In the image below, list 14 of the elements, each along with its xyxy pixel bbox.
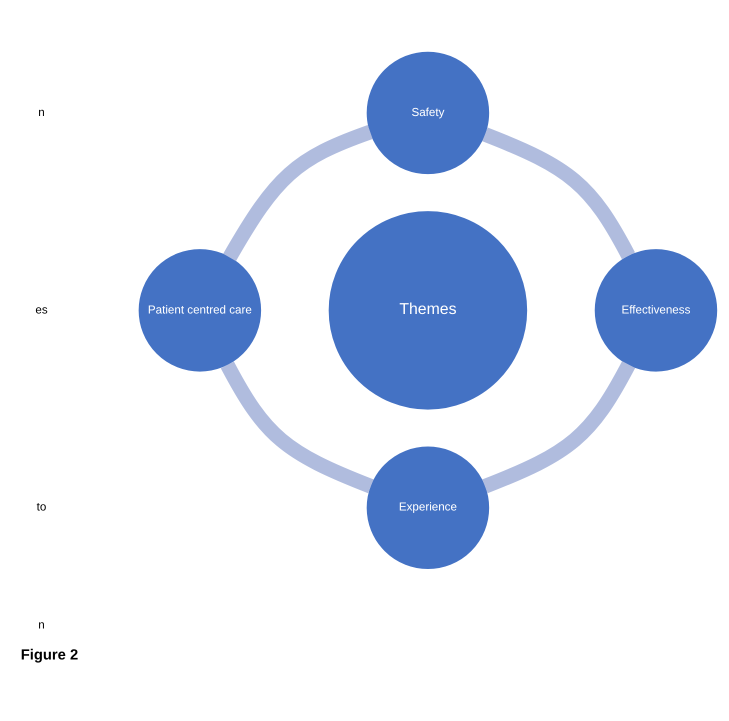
node-circle: Safety bbox=[366, 52, 490, 174]
connector bbox=[482, 361, 636, 494]
node-circle: Experience bbox=[366, 446, 490, 569]
connector bbox=[220, 361, 374, 494]
node-circle: Patient centred care bbox=[138, 249, 262, 372]
connector bbox=[223, 125, 373, 262]
label: es bbox=[35, 303, 48, 316]
node-circle: Effectiveness bbox=[594, 249, 718, 372]
node-circle: Themes bbox=[328, 211, 528, 410]
label: to bbox=[36, 500, 46, 514]
label: n bbox=[38, 618, 45, 632]
label: n bbox=[38, 106, 45, 119]
connector bbox=[482, 128, 635, 260]
caption: Figure 2 bbox=[20, 647, 78, 664]
